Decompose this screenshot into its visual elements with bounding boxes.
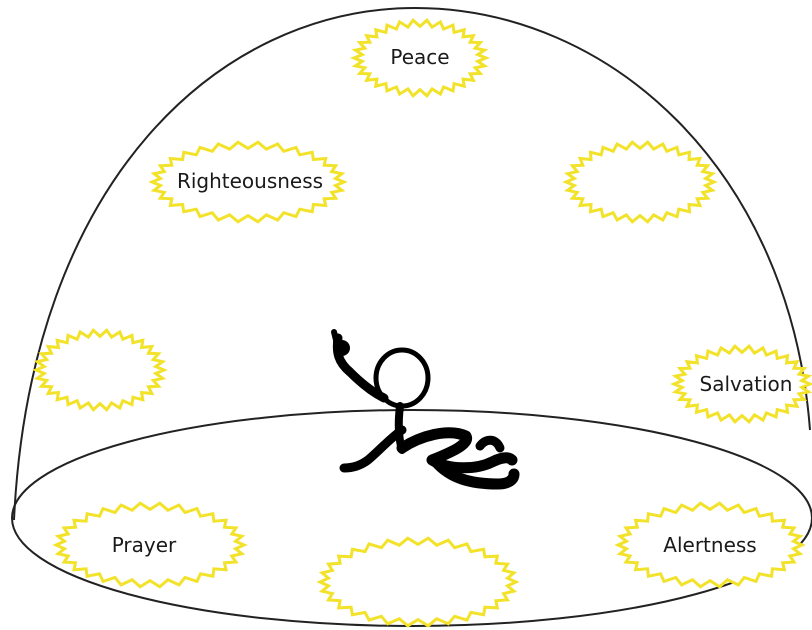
label-righteousness: Righteousness (177, 169, 323, 193)
label-alertness: Alertness (663, 533, 756, 557)
label-prayer: Prayer (112, 533, 177, 557)
sunburst-left (36, 330, 164, 410)
kneeling-figure (334, 332, 514, 484)
sunburst-top-right (566, 142, 714, 222)
figure-head (376, 350, 428, 406)
figure-foot (480, 440, 500, 448)
sunburst-bottom-center (320, 538, 516, 626)
figure-finger (334, 332, 337, 344)
figure-lower-arm (344, 430, 402, 468)
label-peace: Peace (390, 45, 449, 69)
label-salvation: Salvation (700, 372, 793, 396)
